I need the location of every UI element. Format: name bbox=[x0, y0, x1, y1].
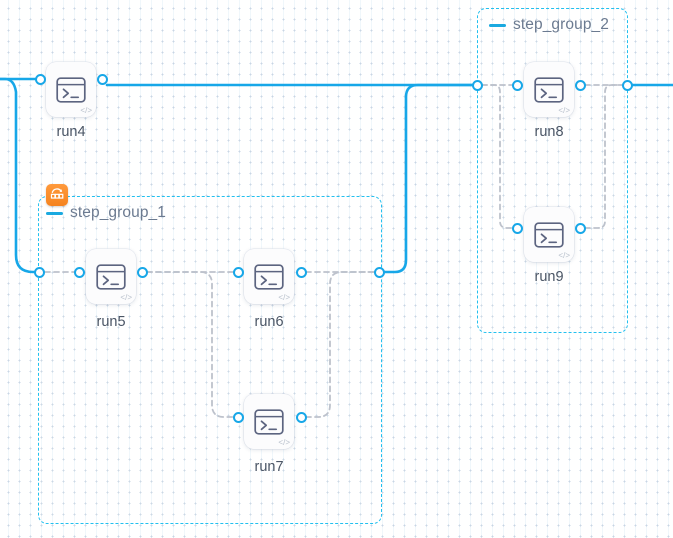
group-title: step_group_2 bbox=[513, 16, 610, 33]
group-header-step_group_1[interactable]: step_group_1 bbox=[46, 204, 166, 222]
node-label-run7: run7 bbox=[254, 459, 284, 475]
node-run8[interactable]: </> bbox=[524, 62, 574, 117]
node-run9[interactable]: </> bbox=[524, 207, 574, 262]
terminal-icon bbox=[254, 263, 284, 290]
port-grp1-out[interactable] bbox=[374, 267, 385, 278]
port-grp2-in[interactable] bbox=[472, 80, 483, 91]
group-step_group_1[interactable] bbox=[38, 196, 382, 524]
node-run5[interactable]: </> bbox=[86, 249, 136, 304]
port-run5-in[interactable] bbox=[74, 267, 85, 278]
port-run6-in[interactable] bbox=[233, 267, 244, 278]
node-label-run4: run4 bbox=[56, 124, 86, 140]
node-run7[interactable]: </> bbox=[244, 394, 294, 449]
terminal-icon bbox=[534, 221, 564, 248]
group-title: step_group_1 bbox=[70, 204, 167, 221]
code-icon: </> bbox=[120, 293, 132, 302]
edge-left-grp1in bbox=[0, 77, 36, 274]
code-icon: </> bbox=[80, 106, 92, 115]
workflow-group-icon[interactable] bbox=[46, 184, 68, 206]
terminal-icon bbox=[96, 263, 126, 290]
port-run6-out[interactable] bbox=[296, 267, 307, 278]
port-run4-in[interactable] bbox=[35, 74, 46, 85]
port-run8-in[interactable] bbox=[512, 80, 523, 91]
port-run8-out[interactable] bbox=[575, 80, 586, 91]
code-icon: </> bbox=[278, 293, 290, 302]
port-run5-out[interactable] bbox=[137, 267, 148, 278]
port-run7-in[interactable] bbox=[233, 412, 244, 423]
code-icon: </> bbox=[558, 251, 570, 260]
port-grp2-out[interactable] bbox=[622, 80, 633, 91]
terminal-icon bbox=[534, 76, 564, 103]
port-run9-out[interactable] bbox=[575, 223, 586, 234]
code-icon: </> bbox=[278, 438, 290, 447]
node-label-run6: run6 bbox=[254, 314, 284, 330]
node-label-run9: run9 bbox=[534, 269, 564, 285]
node-label-run8: run8 bbox=[534, 124, 564, 140]
collapse-dash-icon[interactable] bbox=[46, 211, 63, 215]
edge-grp1out-main bbox=[382, 83, 474, 274]
terminal-icon bbox=[56, 76, 86, 103]
node-run4[interactable]: </> bbox=[46, 62, 96, 117]
terminal-icon bbox=[254, 408, 284, 435]
group-header-step_group_2[interactable]: step_group_2 bbox=[489, 16, 609, 34]
port-run9-in[interactable] bbox=[512, 223, 523, 234]
node-run6[interactable]: </> bbox=[244, 249, 294, 304]
port-run7-out[interactable] bbox=[296, 412, 307, 423]
code-icon: </> bbox=[558, 106, 570, 115]
collapse-dash-icon[interactable] bbox=[489, 23, 506, 27]
port-grp1-in[interactable] bbox=[34, 267, 45, 278]
node-label-run5: run5 bbox=[96, 314, 126, 330]
port-run4-out[interactable] bbox=[97, 74, 108, 85]
